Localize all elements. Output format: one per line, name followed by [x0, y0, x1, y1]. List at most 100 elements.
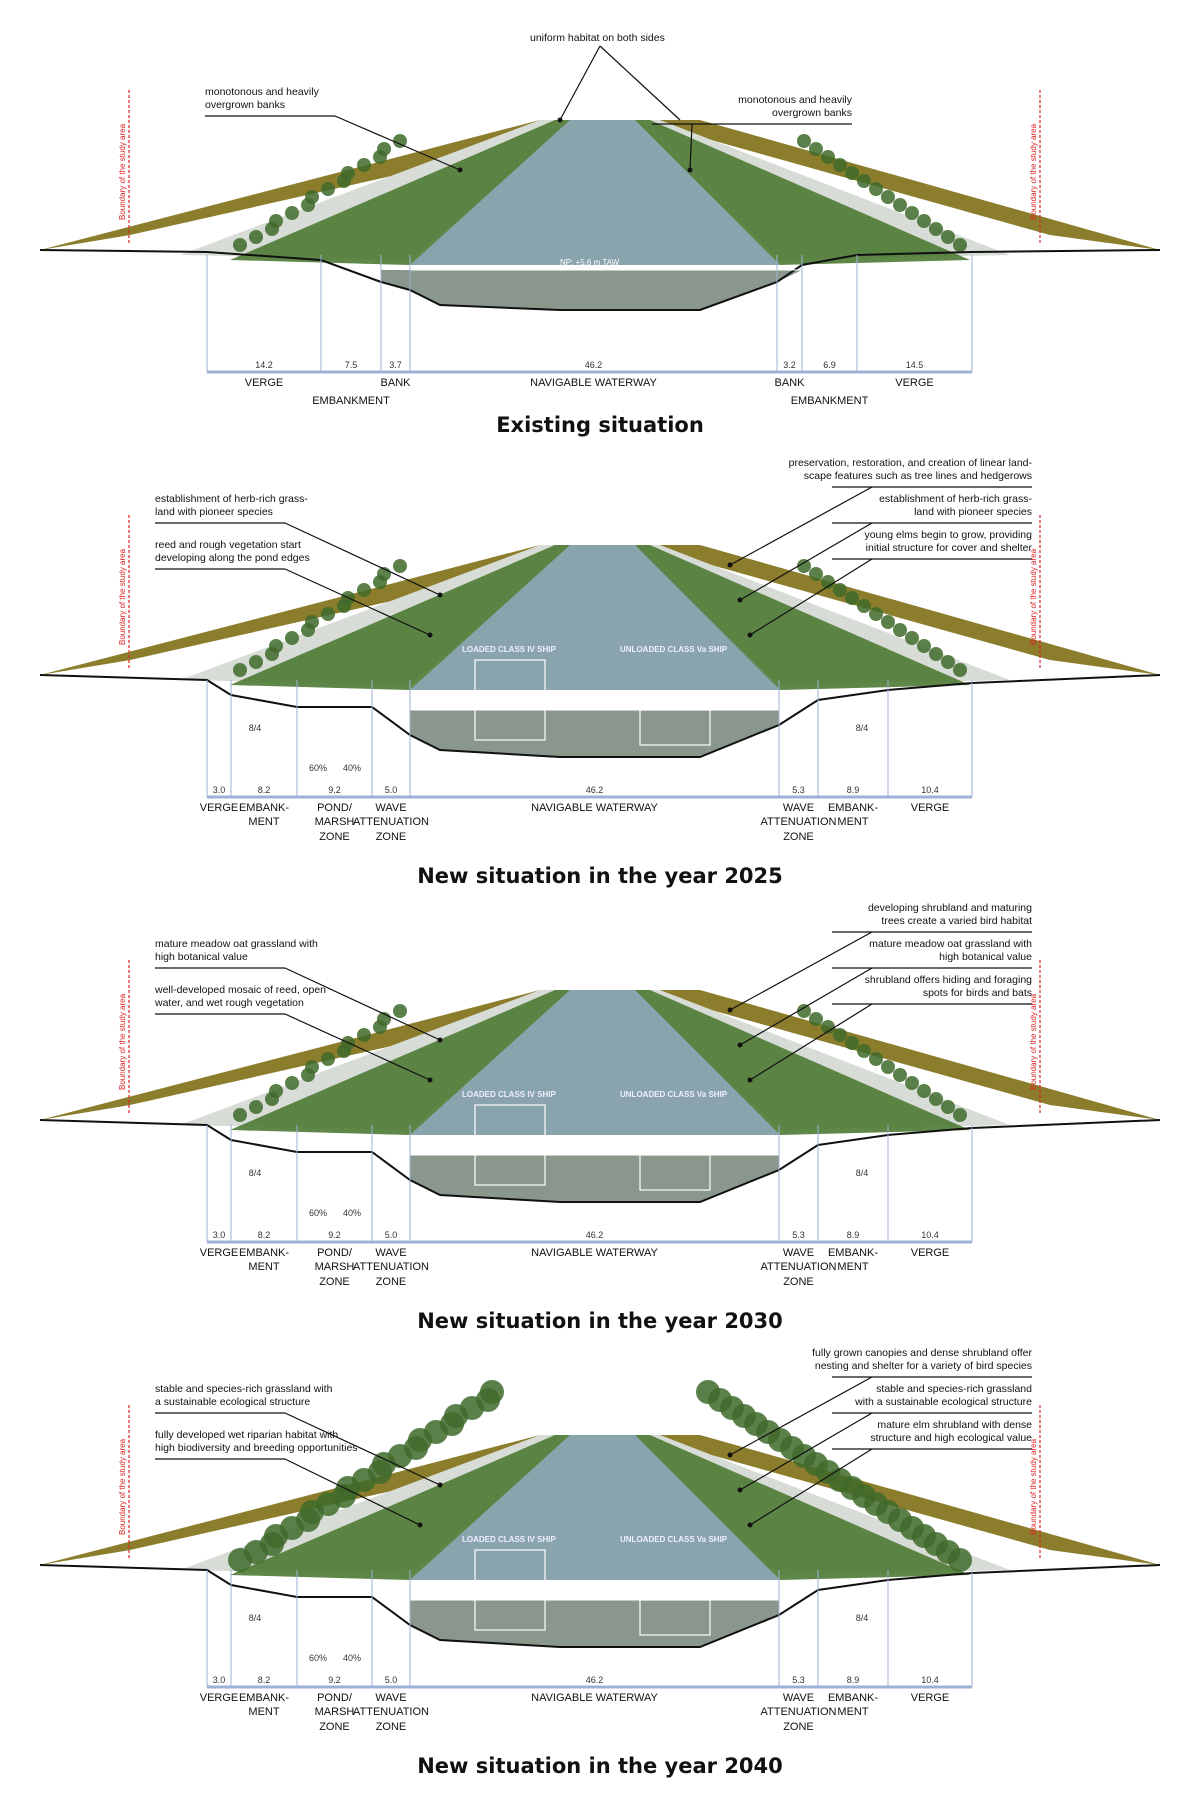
- leader-line: [689, 123, 693, 171]
- left-vegetation: [230, 545, 575, 690]
- pond-ratio: 40%: [342, 763, 362, 773]
- tree: [821, 1020, 835, 1034]
- tree: [393, 1004, 407, 1018]
- water-section: [410, 1155, 779, 1202]
- leader-line: [284, 568, 431, 636]
- tree: [797, 134, 811, 148]
- dimension-value: 5.0: [384, 1675, 398, 1685]
- leader-line: [729, 1376, 873, 1456]
- leader-line: [739, 522, 873, 601]
- tree: [941, 655, 955, 669]
- zone-label: WAVE ATTENUATION ZONE: [353, 1692, 429, 1733]
- tree: [305, 1060, 319, 1074]
- zone-label: VERGE: [910, 802, 950, 814]
- dimension-value: 9.2: [328, 1675, 341, 1685]
- tree: [917, 1084, 931, 1098]
- leader-line: [749, 1448, 873, 1526]
- tree: [269, 214, 283, 228]
- pond-ratio: 40%: [342, 1208, 362, 1218]
- leader-line: [739, 967, 873, 1046]
- loaded-ship-outline: [474, 1549, 546, 1631]
- ship-label: UNLOADED CLASS Va SHIP: [620, 1090, 728, 1099]
- tree: [953, 238, 967, 252]
- ship-label: UNLOADED CLASS Va SHIP: [620, 645, 728, 654]
- leader-dot: [437, 592, 443, 598]
- leader-dot: [457, 167, 463, 173]
- tree: [821, 150, 835, 164]
- tree: [249, 230, 263, 244]
- zone-label: VERGE: [910, 1692, 950, 1704]
- annotation-label: monotonous and heavily overgrown banks: [205, 86, 319, 112]
- tree: [321, 1052, 335, 1066]
- tree: [809, 142, 823, 156]
- leader-line: [284, 1458, 421, 1526]
- tree: [917, 639, 931, 653]
- zone-label: EMBANK- MENT: [827, 1692, 879, 1719]
- dimension-value: 46.2: [585, 1230, 604, 1240]
- zone-label: NAVIGABLE WATERWAY: [531, 802, 658, 814]
- ship-label: UNLOADED CLASS Va SHIP: [620, 1535, 728, 1544]
- waterway-surface: [410, 990, 780, 1135]
- leader-line: [284, 1013, 431, 1081]
- leader-line: [749, 1003, 873, 1081]
- boundary-label: Boundary of the study area: [1029, 993, 1038, 1090]
- tree: [321, 607, 335, 621]
- dimension-value: 8.2: [257, 785, 271, 795]
- water-level-label: NP: +5.6 m TAW: [560, 1140, 620, 1149]
- tree: [696, 1380, 720, 1404]
- left-vegetation: [230, 1435, 575, 1580]
- tree: [357, 1028, 371, 1042]
- tree: [393, 134, 407, 148]
- right-vegetation: [630, 990, 970, 1135]
- leader-line: [729, 486, 873, 566]
- tree: [869, 1052, 883, 1066]
- tree: [285, 206, 299, 220]
- tree: [809, 567, 823, 581]
- slope-label: 8/4: [855, 1613, 869, 1623]
- zone-label: VERGE: [910, 1247, 950, 1259]
- zone-label: EMBANK- MENT: [238, 1247, 290, 1274]
- loaded-ship-outline: [474, 659, 546, 741]
- dimension-value: 10.4: [921, 1230, 939, 1240]
- left-vegetation: [230, 120, 575, 265]
- boundary-label: Boundary of the study area: [118, 993, 127, 1090]
- dimension-value: 3.0: [212, 785, 226, 795]
- waterway-surface: [410, 120, 780, 265]
- tree: [893, 623, 907, 637]
- boundary-label: Boundary of the study area: [118, 1438, 127, 1535]
- loaded-ship-outline: [474, 1104, 546, 1186]
- zone-label: BANK: [380, 377, 411, 389]
- dimension-value: 9.2: [328, 1230, 341, 1240]
- unloaded-ship-outline: [639, 1599, 711, 1636]
- dimension-value: 46.2: [585, 785, 604, 795]
- tree: [305, 615, 319, 629]
- water-section: [381, 270, 802, 310]
- tree: [249, 655, 263, 669]
- leader-line: [729, 931, 873, 1011]
- tree: [893, 1068, 907, 1082]
- annotation-label: preservation, restoration, and creation …: [788, 457, 1032, 483]
- tree: [249, 1100, 263, 1114]
- water-section: [410, 710, 779, 757]
- annotation-label: stable and species-rich grassland with a…: [855, 1383, 1032, 1409]
- leader-dot: [747, 632, 753, 638]
- dimension-value: 3.0: [212, 1675, 226, 1685]
- pond-ratio: 60%: [308, 1653, 328, 1663]
- dimension-value: 3.0: [212, 1230, 226, 1240]
- annotation-label: uniform habitat on both sides: [530, 32, 665, 44]
- annotation-label: mature meadow oat grassland with high bo…: [155, 938, 318, 964]
- annotation-label: mature meadow oat grassland with high bo…: [869, 938, 1032, 964]
- zone-label: WAVE ATTENUATION ZONE: [760, 1692, 837, 1733]
- dimension-value: 46.2: [585, 1675, 604, 1685]
- tree: [285, 1076, 299, 1090]
- leader-dot: [427, 1077, 433, 1083]
- leader-dot: [727, 1452, 733, 1458]
- left-vegetation: [230, 990, 575, 1135]
- tree: [845, 591, 859, 605]
- tree: [929, 222, 943, 236]
- cross-section-drawing: [39, 1376, 1161, 1689]
- dimension-value: 5.0: [384, 1230, 398, 1240]
- terrain-profile: [39, 1564, 1161, 1648]
